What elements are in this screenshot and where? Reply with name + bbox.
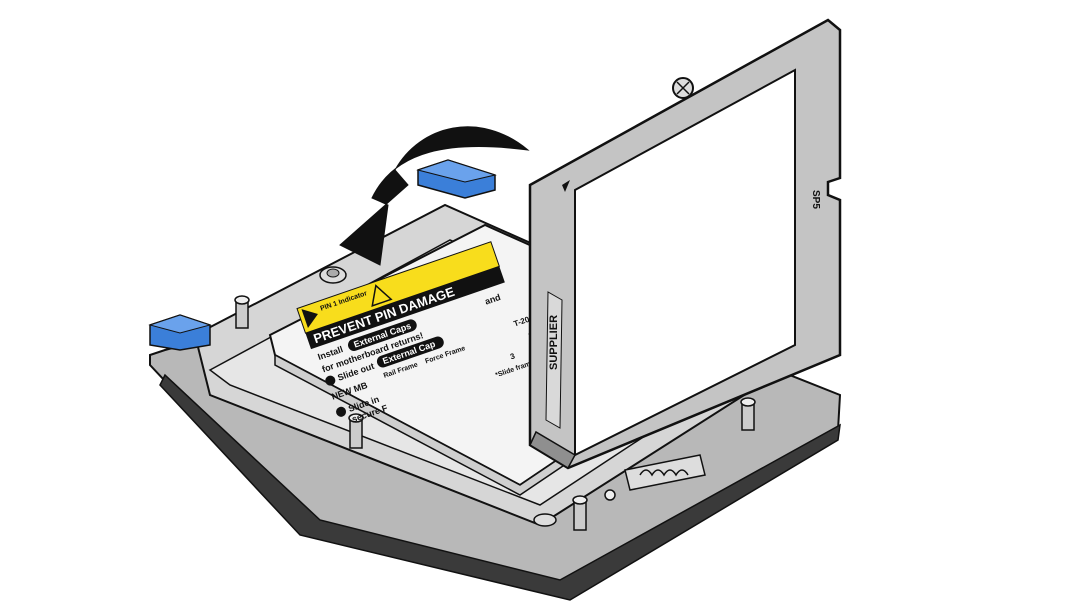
screw-bottom [572,495,588,531]
socket-label: SP5 [810,190,821,209]
screw-left [234,295,250,329]
blue-tab-left [148,314,212,351]
step-1-marker [325,375,336,386]
warning-black-band [305,266,505,350]
frame-pin-indicator-icon [562,180,570,192]
external-cap-pill [376,336,444,368]
pin-1-indicator-icon [301,309,318,329]
step-2-marker [336,406,347,417]
rotate-arrow-icon [339,126,530,266]
screw-lower [533,513,557,527]
warning-triangle-icon [371,284,393,307]
num3-text: 3 [509,351,517,361]
and-text: and [483,292,501,307]
screw-front [348,413,364,449]
screw-rear-left [319,266,347,284]
supplier-label: SUPPLIER [548,315,560,370]
spring-mechanism [604,454,706,501]
blue-tab-back [416,159,497,199]
screw-right [740,397,756,431]
external-caps-pill [347,319,417,351]
force-frame: SUPPLIER SP5 [528,18,842,470]
